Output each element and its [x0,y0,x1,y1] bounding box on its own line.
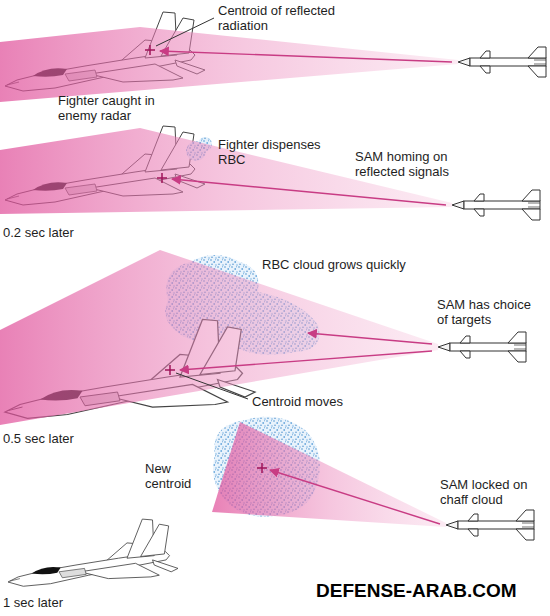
sam-missile [438,332,526,362]
sam-missile [446,510,534,540]
homing-arrow [172,179,446,205]
callout-label: SAM has choice of targets [437,298,537,328]
leader-line [156,18,214,46]
watermark: DEFENSE-ARAB.COM [316,580,517,602]
callout-label: SAM locked on chaff cloud [440,478,544,508]
radar-beam [0,27,458,102]
homing-arrow [160,51,452,62]
fighter-jet [8,519,178,586]
centroid-mark [257,463,267,473]
homing-arrow [180,351,432,370]
homing-arrow [270,470,440,524]
centroid-mark [157,173,167,183]
time-label: 0.2 sec later [3,226,123,241]
homing-arrow [308,333,432,344]
callout-label: Centroid of reflected radiation [218,4,358,34]
leader-line [176,373,248,399]
callout-label: RBC cloud grows quickly [262,258,406,273]
centroid-mark [145,45,155,55]
time-label: 1 sec later [3,596,123,611]
callout-label: Centroid moves [252,395,362,410]
callout-label: Fighter dispenses RBC [218,138,330,168]
radar-beam [212,422,446,527]
centroid-mark [165,365,175,375]
radar-beam [0,250,438,425]
sam-missile [458,47,546,77]
callout-label: SAM homing on reflected signals [355,150,475,180]
callout-label: New centroid [145,462,203,492]
callout-label: Fighter caught in enemy radar [58,94,178,124]
sam-missile [452,190,540,220]
time-label: 0.5 sec later [3,432,123,447]
